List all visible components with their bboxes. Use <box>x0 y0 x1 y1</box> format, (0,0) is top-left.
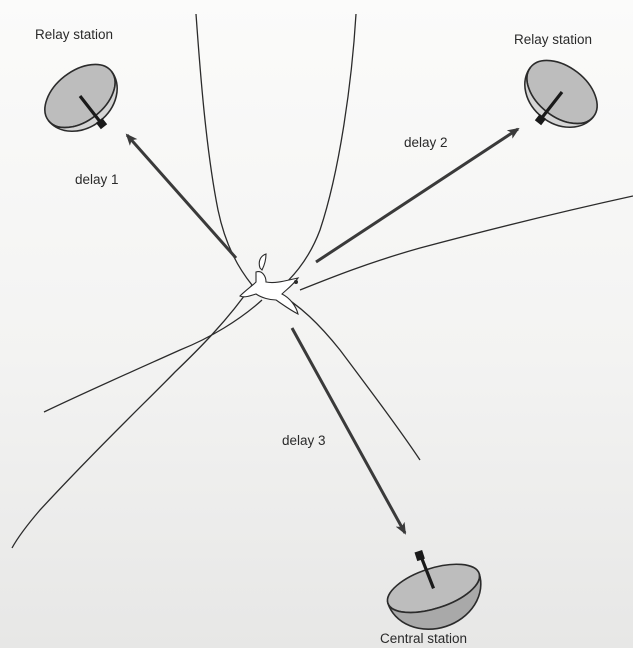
satellite-dish-icon <box>506 48 608 148</box>
relay-station-1: Relay station <box>33 27 135 151</box>
delay-label: delay 3 <box>282 433 326 448</box>
satellite-dish-icon <box>376 536 492 642</box>
bird-icon <box>240 254 298 314</box>
hyperbola-curve <box>300 196 633 290</box>
delay-label: delay 2 <box>404 135 448 150</box>
delay-1-arrow <box>127 135 236 258</box>
delay-3-arrow <box>292 328 405 533</box>
signal-arrows <box>127 129 518 533</box>
station-label: Relay station <box>35 27 113 42</box>
satellite-dish-icon <box>33 52 135 152</box>
hyperbola-curve <box>44 300 262 412</box>
hyperbola-curve <box>276 14 420 460</box>
relay-station-2: Relay station <box>506 32 608 147</box>
delay-label: delay 1 <box>75 172 119 187</box>
central-station: Central station <box>376 536 492 646</box>
station-label: Central station <box>380 631 467 646</box>
station-label: Relay station <box>514 32 592 47</box>
hyperbola-curve <box>12 14 252 548</box>
